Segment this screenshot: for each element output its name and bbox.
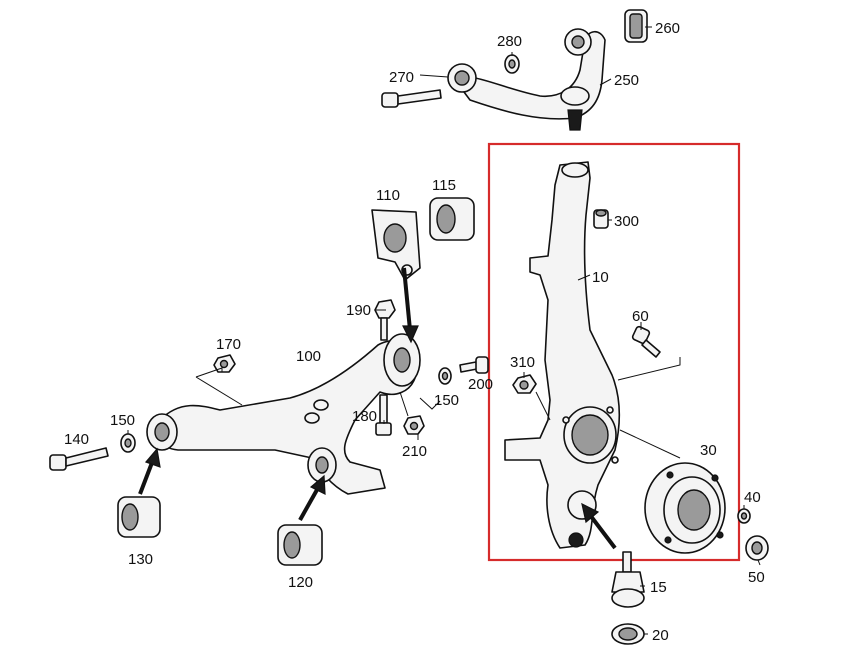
callout-115: 115 <box>432 177 456 194</box>
callout-150-left: 150 <box>110 412 135 429</box>
bolt-270 <box>381 89 442 108</box>
bushing-120 <box>277 524 323 566</box>
bolt-180 <box>375 394 392 436</box>
callout-180: 180 <box>352 408 377 425</box>
highlight-frame <box>487 142 741 562</box>
callout-200: 200 <box>468 376 493 393</box>
callout-40: 40 <box>744 489 761 506</box>
nut-310 <box>512 374 537 394</box>
callout-15: 15 <box>650 579 667 596</box>
callout-20: 20 <box>652 627 669 644</box>
lower-control-arm <box>146 333 421 495</box>
callout-30: 30 <box>700 442 717 459</box>
ring-20 <box>611 623 645 645</box>
callout-130: 130 <box>128 551 153 568</box>
callout-280: 280 <box>497 33 522 50</box>
leader-lines <box>127 26 761 635</box>
callout-310: 310 <box>510 354 535 371</box>
bolt-140 <box>49 447 109 471</box>
nut-280 <box>504 54 520 74</box>
bolt-200 <box>459 356 489 374</box>
callout-120: 120 <box>288 574 313 591</box>
callout-260: 260 <box>655 20 680 37</box>
callout-300: 300 <box>614 213 639 230</box>
callout-labels: 260 280 250 270 110 115 300 10 190 60 17… <box>64 20 765 644</box>
assembly-arrows <box>138 267 617 550</box>
washer-150-left <box>120 433 136 453</box>
bushing-130 <box>117 496 161 538</box>
wheel-hub <box>644 462 726 554</box>
bushing-115 <box>429 197 475 241</box>
bolt-60 <box>631 325 661 358</box>
bushing-300 <box>593 209 609 229</box>
callout-10: 10 <box>592 269 609 286</box>
bolt-40 <box>737 508 751 524</box>
nut-210 <box>403 415 425 435</box>
nut-50 <box>745 535 769 561</box>
callout-170: 170 <box>216 336 241 353</box>
callout-100: 100 <box>296 348 321 365</box>
bushing-260 <box>624 9 648 43</box>
callout-50: 50 <box>748 569 765 586</box>
nut-190 <box>374 299 396 341</box>
callout-190: 190 <box>346 302 371 319</box>
ball-joint-15 <box>611 551 645 608</box>
callout-270: 270 <box>389 69 414 86</box>
nut-170 <box>213 354 236 373</box>
bracket-110 <box>371 209 421 281</box>
callout-110: 110 <box>376 187 400 204</box>
callout-140: 140 <box>64 431 89 448</box>
washer-150-right <box>438 367 452 385</box>
callout-250: 250 <box>614 72 639 89</box>
callout-60: 60 <box>632 308 649 325</box>
upper-control-arm <box>447 28 606 131</box>
callout-210: 210 <box>402 443 427 460</box>
callout-150-right: 150 <box>434 392 459 409</box>
